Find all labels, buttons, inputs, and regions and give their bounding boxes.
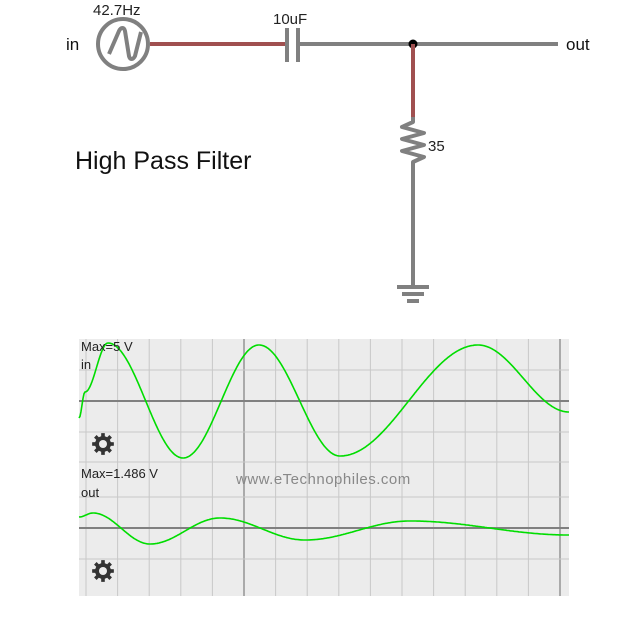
resistor-icon[interactable] <box>400 117 426 165</box>
out-channel-max-label: Max=1.486 V <box>81 466 158 481</box>
in-channel-name: in <box>81 357 91 372</box>
capacitor-icon[interactable] <box>285 28 300 62</box>
circuit: 42.7Hz in out 10uF 35 High Pass Filter <box>66 2 590 303</box>
scope-background <box>79 339 569 596</box>
capacitor-label: 10uF <box>273 11 307 28</box>
out-channel-name: out <box>81 485 99 500</box>
ground-icon <box>397 285 429 303</box>
diagram-title: High Pass Filter <box>75 147 251 175</box>
output-label: out <box>566 35 590 54</box>
gear-icon[interactable] <box>92 560 114 582</box>
watermark: www.eTechnophiles.com <box>235 471 411 488</box>
input-label: in <box>66 35 79 54</box>
in-channel-max-label: Max=5 V <box>81 339 133 354</box>
oscilloscope-panel: Max=5 V in Max=1.486 V out www.eTechnoph… <box>78 339 569 596</box>
resistor-label: 35 <box>428 138 445 155</box>
scope-grid <box>79 339 569 596</box>
in-waveform-trace <box>78 342 569 459</box>
out-waveform-trace <box>78 512 569 545</box>
ac-source-icon[interactable] <box>96 17 150 71</box>
source-frequency-label: 42.7Hz <box>93 2 141 19</box>
gear-icon[interactable] <box>92 433 114 455</box>
